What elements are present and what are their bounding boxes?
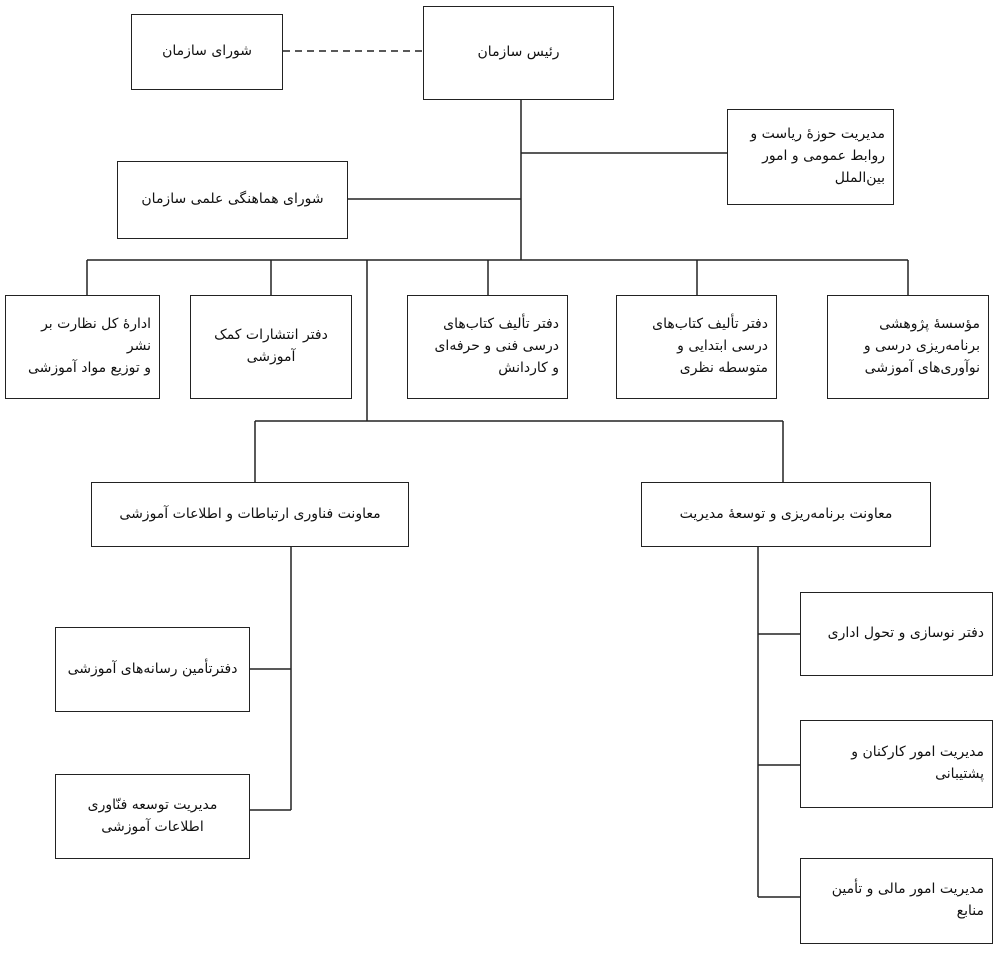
node-planning-deputy-label: معاونت برنامه‌ریزی و توسعۀ مدیریت (679, 505, 893, 522)
node-planning-deputy: معاونت برنامه‌ریزی و توسعۀ مدیریت (641, 482, 931, 547)
node-media-supply-label: دفترتأمین رسانه‌های آموزشی (67, 660, 238, 677)
node-council-label: شورای سازمان (162, 43, 252, 60)
node-primary-books: دفتر تألیف کتاب‌های درسی ابتدایی و متوسط… (616, 295, 777, 399)
node-hr-support-label: مدیریت امور کارکنان و پشتیبانی (851, 744, 984, 782)
node-intl: مدیریت حوزۀ ریاست و روابط عمومی و امور ب… (727, 109, 894, 205)
node-publications-label: دفتر انتشارات کمک آموزشی (214, 327, 328, 365)
node-ict-deputy-label: معاونت فناوری ارتباطات و اطلاعات آموزشی (119, 505, 381, 522)
node-it-development: مدیریت توسعه فنّاوری اطلاعات آموزشی (55, 774, 250, 859)
node-head-label: رئیس سازمان (477, 44, 560, 61)
node-publications: دفتر انتشارات کمک آموزشی (190, 295, 352, 399)
node-research-inst-label: مؤسسۀ پژوهشی برنامه‌ریزی درسی و نوآوری‌ه… (863, 316, 980, 376)
node-media-supply: دفترتأمین رسانه‌های آموزشی (55, 627, 250, 712)
node-head: رئیس سازمان (423, 6, 614, 100)
node-finance: مدیریت امور مالی و تأمین منابع (800, 858, 993, 944)
node-sci-council-label: شورای هماهنگی علمی سازمان (141, 191, 324, 208)
node-primary-books-label: دفتر تألیف کتاب‌های درسی ابتدایی و متوسط… (652, 316, 768, 376)
node-admin-innovation: دفتر نوسازی و تحول اداری (800, 592, 993, 676)
node-supervision: ادارۀ کل نظارت بر نشر و توزیع مواد آموزش… (5, 295, 160, 399)
node-sci-council: شورای هماهنگی علمی سازمان (117, 161, 348, 239)
node-it-development-label: مدیریت توسعه فنّاوری اطلاعات آموزشی (87, 796, 218, 835)
node-technical-books-label: دفتر تألیف کتاب‌های درسی فنی و حرفه‌ای و… (434, 316, 559, 376)
node-technical-books: دفتر تألیف کتاب‌های درسی فنی و حرفه‌ای و… (407, 295, 568, 399)
node-supervision-label: ادارۀ کل نظارت بر نشر و توزیع مواد آموزش… (28, 316, 151, 376)
node-hr-support: مدیریت امور کارکنان و پشتیبانی (800, 720, 993, 808)
node-finance-label: مدیریت امور مالی و تأمین منابع (831, 881, 984, 919)
node-ict-deputy: معاونت فناوری ارتباطات و اطلاعات آموزشی (91, 482, 409, 547)
node-council: شورای سازمان (131, 14, 283, 90)
node-intl-label: مدیریت حوزۀ ریاست و روابط عمومی و امور ب… (750, 126, 885, 186)
node-admin-innovation-label: دفتر نوسازی و تحول اداری (827, 625, 984, 642)
node-research-inst: مؤسسۀ پژوهشی برنامه‌ریزی درسی و نوآوری‌ه… (827, 295, 989, 399)
